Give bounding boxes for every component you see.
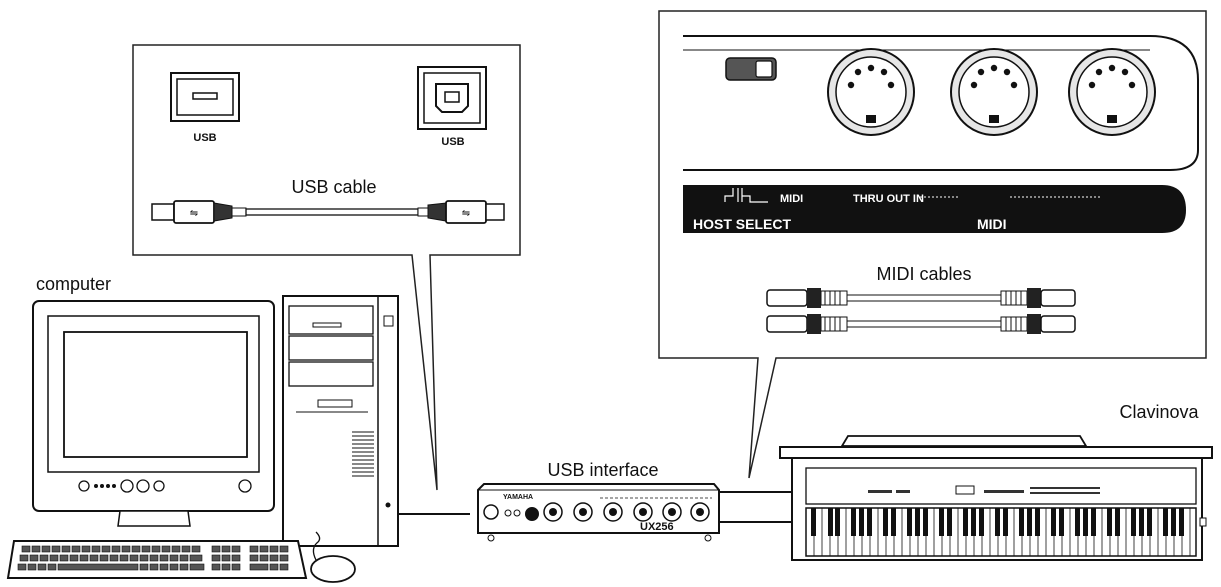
midi-section-label: MIDI	[977, 216, 1007, 232]
usb-callout	[132, 44, 521, 491]
midi-in-port-icon	[1068, 48, 1156, 136]
midi-callout	[658, 10, 1207, 479]
svg-text:⇋: ⇋	[462, 208, 470, 219]
midi-thru-port-icon	[827, 48, 915, 136]
clavinova-label: Clavinova	[1119, 402, 1199, 422]
clavinova-rear-panel	[683, 35, 1199, 171]
computer-label: computer	[36, 274, 111, 294]
host-select-switch	[725, 57, 777, 81]
usb-interface-model-label: UX256	[640, 521, 674, 533]
usb-a-port-icon	[170, 72, 240, 122]
usb-interface-brand-logo: YAMAHA	[503, 494, 533, 501]
midi-cables-label: MIDI cables	[876, 264, 971, 284]
computer-mouse-icon	[310, 531, 356, 583]
midi-cables-icon	[766, 288, 1076, 334]
computer-monitor-icon	[32, 300, 275, 527]
host-select-midi-option: MIDI	[780, 193, 803, 205]
usb-interface-label: USB interface	[547, 460, 658, 480]
panel-label-strip	[683, 185, 1186, 233]
host-select-label: HOST SELECT	[693, 216, 791, 232]
svg-text:⇋: ⇋	[190, 208, 198, 219]
usb-cable-label: USB cable	[291, 177, 376, 197]
usb-b-port-label: USB	[441, 136, 464, 148]
midi-thru-out-in-label: THRU OUT IN	[853, 193, 924, 205]
usb-b-port-icon	[417, 66, 487, 130]
usb-interface-device-icon	[477, 483, 720, 542]
midi-out-port-icon	[950, 48, 1038, 136]
clavinova-piano-icon	[779, 435, 1213, 561]
usb-cable-icon: ⇋ ⇋	[151, 200, 505, 224]
midi-connection-lines	[717, 491, 800, 523]
computer-tower-icon	[282, 295, 399, 547]
computer-keyboard-icon	[6, 540, 308, 579]
usb-a-port-label: USB	[193, 132, 216, 144]
